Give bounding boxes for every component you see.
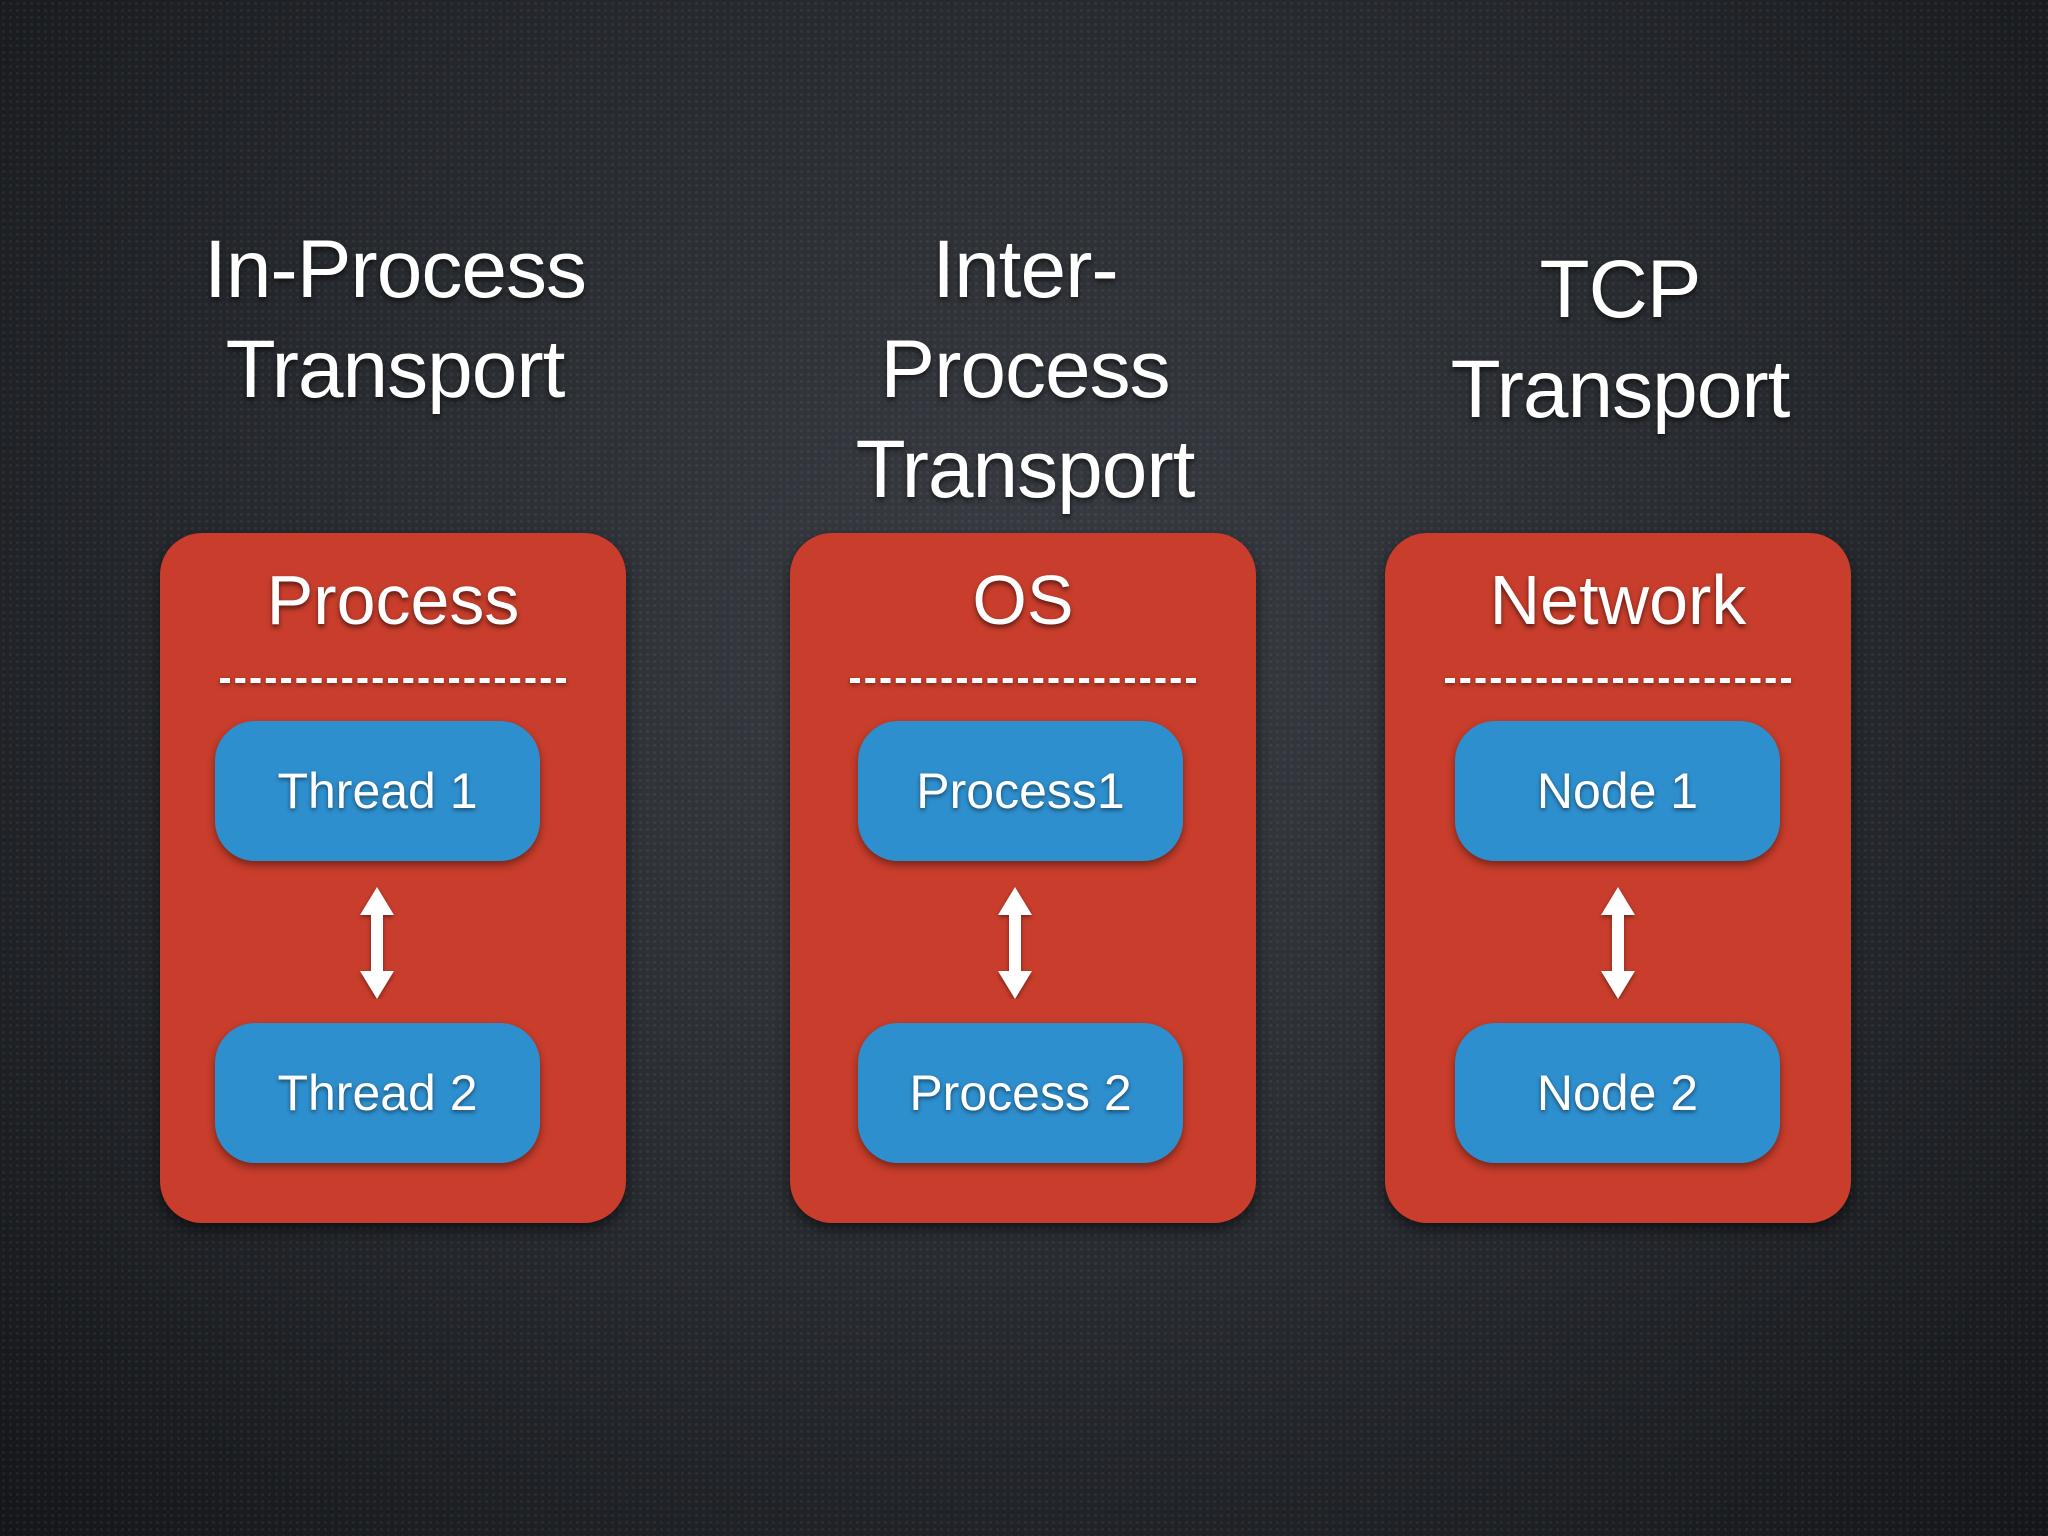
double-headed-vertical-arrow-icon xyxy=(998,887,1032,999)
node-thread-2: Thread 2 xyxy=(215,1023,540,1163)
node-process-2: Process 2 xyxy=(858,1023,1183,1163)
heading-line-1: In-Process xyxy=(204,224,587,315)
node-1: Node 1 xyxy=(1455,721,1780,861)
node-thread-1: Thread 1 xyxy=(215,721,540,861)
heading-tcp: TCP Transport xyxy=(1385,240,1855,440)
panel-title: Process xyxy=(266,561,520,639)
heading-line-1: TCP xyxy=(1539,244,1702,335)
panel-title: Network xyxy=(1489,561,1747,639)
panel-os: OS Process1 Process 2 xyxy=(790,533,1256,1223)
double-headed-vertical-arrow-icon xyxy=(1601,887,1635,999)
node-process-1: Process1 xyxy=(858,721,1183,861)
dashed-divider xyxy=(220,678,566,683)
node-2: Node 2 xyxy=(1455,1023,1780,1163)
panel-network: Network Node 1 Node 2 xyxy=(1385,533,1851,1223)
heading-line-2: Transport xyxy=(855,424,1196,515)
panel-process: Process Thread 1 Thread 2 xyxy=(160,533,626,1223)
panel-title: OS xyxy=(972,561,1074,639)
heading-inter-process: Inter-Process Transport xyxy=(790,220,1260,520)
heading-in-process: In-Process Transport xyxy=(160,220,630,420)
double-headed-vertical-arrow-icon xyxy=(360,887,394,999)
heading-line-2: Transport xyxy=(225,324,566,415)
heading-line-1: Inter-Process xyxy=(880,224,1170,415)
dashed-divider xyxy=(1445,678,1791,683)
heading-line-2: Transport xyxy=(1450,344,1791,435)
dashed-divider xyxy=(850,678,1196,683)
